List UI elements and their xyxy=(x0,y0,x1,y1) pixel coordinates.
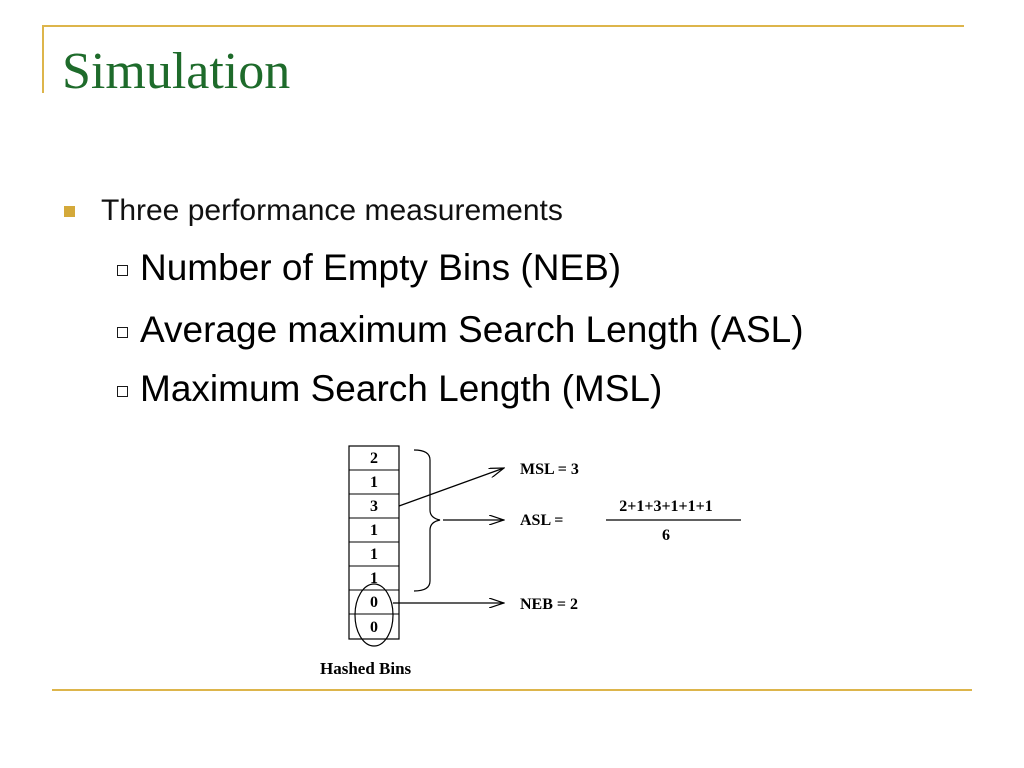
left-rule xyxy=(42,25,44,93)
sub-bullet-asl: Average maximum Search Length (ASL) xyxy=(117,308,804,352)
msl-arrow xyxy=(398,468,504,507)
bullet-three-measurements: Three performance measurements xyxy=(64,193,563,229)
hollow-square-bullet-icon xyxy=(117,326,128,338)
hollow-square-bullet-icon xyxy=(117,264,128,276)
square-bullet-icon xyxy=(64,205,75,217)
diagram-caption: Hashed Bins xyxy=(320,659,412,678)
bin-value: 0 xyxy=(370,594,378,611)
top-rule xyxy=(42,25,964,27)
sub-bullet-text: Number of Empty Bins (NEB) xyxy=(140,247,622,288)
bin-value: 1 xyxy=(370,546,378,563)
bin-column: 2 1 3 1 1 1 0 0 xyxy=(348,445,400,640)
bin-value: 2 xyxy=(370,450,378,467)
asl-numerator: 2+1+3+1+1+1 xyxy=(619,498,713,515)
neb-label: NEB = 2 xyxy=(520,596,578,613)
sub-bullet-text: Maximum Search Length (MSL) xyxy=(140,368,663,409)
bin-value: 0 xyxy=(370,619,378,636)
sub-bullet-text: Average maximum Search Length (ASL) xyxy=(140,309,804,350)
bin-value: 3 xyxy=(370,498,378,515)
sub-bullet-msl: Maximum Search Length (MSL) xyxy=(117,367,662,411)
asl-label: ASL = xyxy=(520,512,563,529)
hollow-square-bullet-icon xyxy=(117,385,128,397)
empty-bins-ellipse xyxy=(354,583,394,647)
slide-title: Simulation xyxy=(62,43,291,100)
bin-value: 1 xyxy=(370,570,378,587)
bin-value: 1 xyxy=(370,474,378,491)
asl-denominator: 6 xyxy=(662,527,670,544)
hashed-bins-diagram: 2 1 3 1 1 1 0 0 MSL = 3 ASL = 2+1+3+1+1+… xyxy=(320,445,741,678)
sub-bullet-neb: Number of Empty Bins (NEB) xyxy=(117,246,621,290)
nonempty-bins-brace xyxy=(413,449,441,592)
msl-label: MSL = 3 xyxy=(520,461,579,478)
bin-value: 1 xyxy=(370,522,378,539)
bottom-rule xyxy=(52,689,972,691)
bullet-text: Three performance measurements xyxy=(101,194,563,227)
